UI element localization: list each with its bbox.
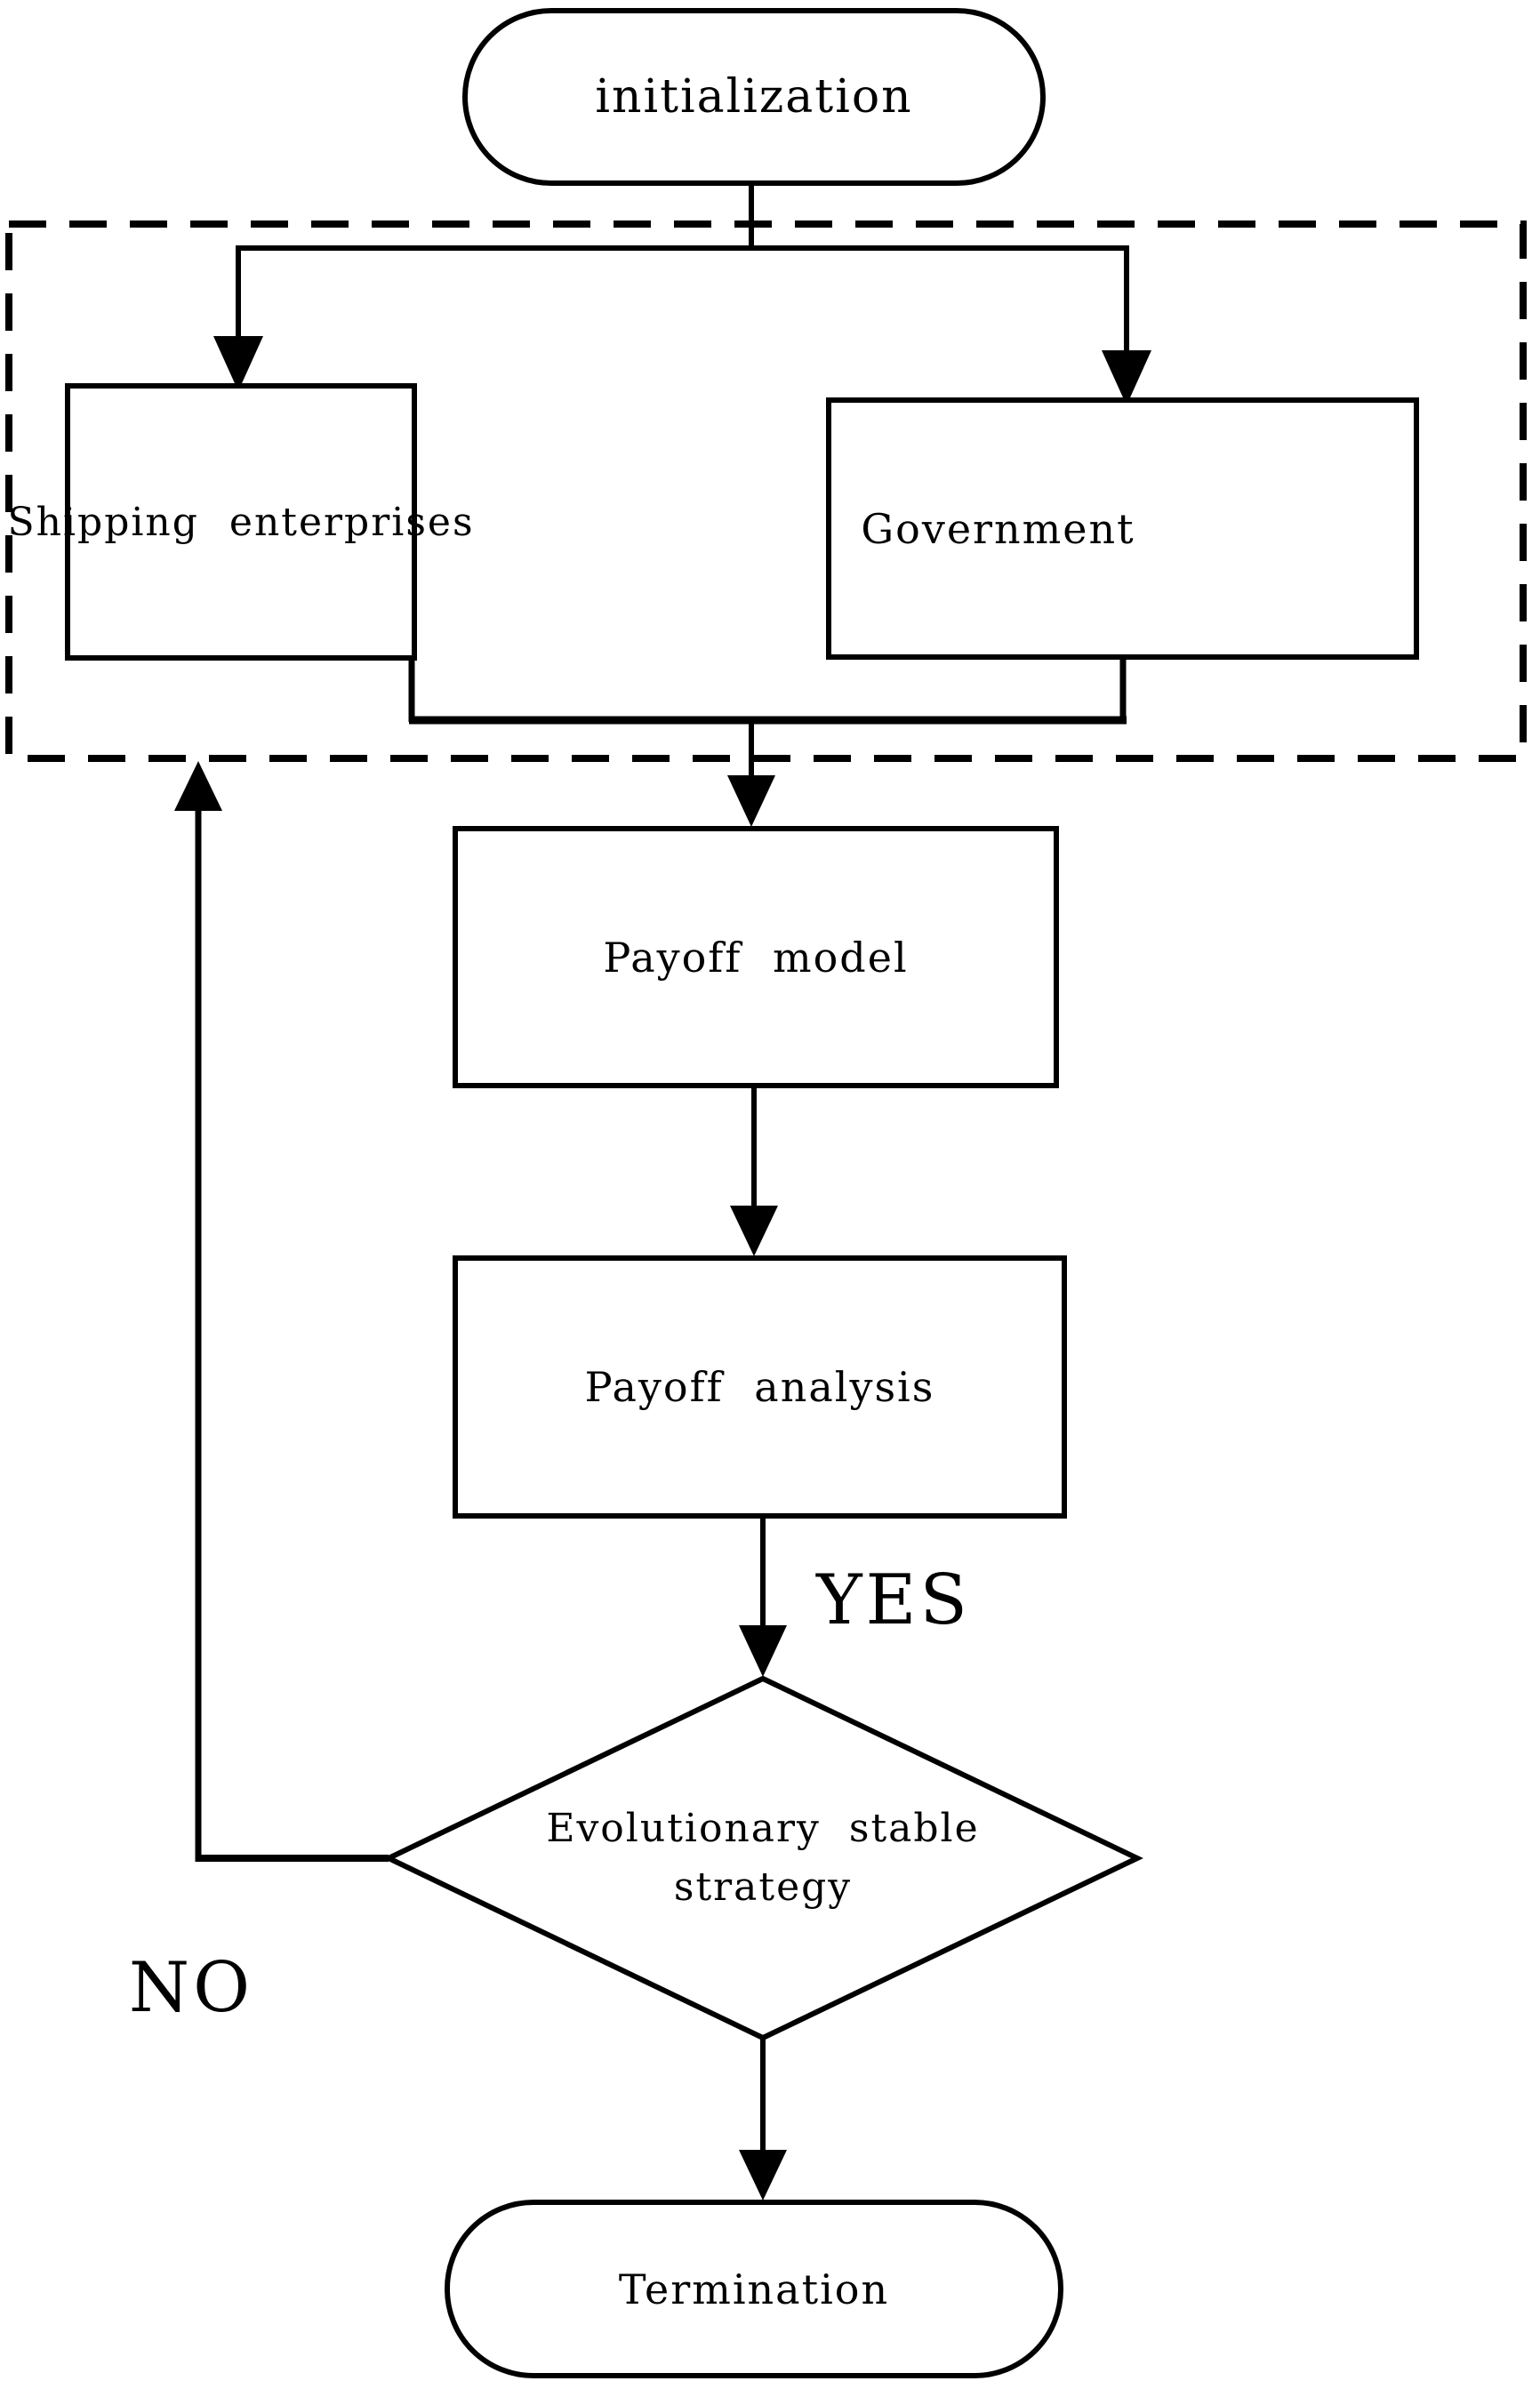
node-payoff-model-box bbox=[453, 826, 1059, 1088]
node-termination-capsule bbox=[445, 2200, 1063, 2378]
arrowhead-into-decision bbox=[739, 1625, 787, 1677]
yes-edge-label: YES bbox=[816, 1559, 971, 1640]
arrowhead-into-payoff-analysis bbox=[730, 1206, 778, 1256]
node-payoff-analysis-box bbox=[453, 1255, 1067, 1519]
shipping-enterprises-label: Shipping enterprises bbox=[7, 499, 475, 545]
payoff-model-label: Payoff model bbox=[603, 933, 909, 982]
decision-label: Evolutionary stable strategy bbox=[496, 1794, 1030, 1922]
termination-label: Termination bbox=[618, 2265, 890, 2313]
government-label: Government bbox=[861, 504, 1135, 553]
initialization-label: initialization bbox=[595, 70, 913, 124]
node-shipping-box bbox=[65, 383, 417, 661]
decision-label-line1: Evolutionary stable bbox=[546, 1806, 980, 1851]
no-edge-label: NO bbox=[128, 1947, 254, 2028]
arrowhead-into-payoff-model bbox=[727, 775, 775, 827]
decision-label-line2: strategy bbox=[673, 1864, 853, 1910]
node-initialization-capsule bbox=[462, 8, 1046, 186]
dashed-group-box bbox=[5, 220, 1527, 762]
payoff-analysis-label: Payoff analysis bbox=[584, 1363, 935, 1411]
arrowhead-loop-into-dashed-box bbox=[174, 761, 222, 811]
arrowhead-into-termination bbox=[739, 2150, 787, 2201]
arrowhead-into-shipping bbox=[213, 336, 263, 391]
arrowhead-into-government bbox=[1102, 350, 1151, 405]
